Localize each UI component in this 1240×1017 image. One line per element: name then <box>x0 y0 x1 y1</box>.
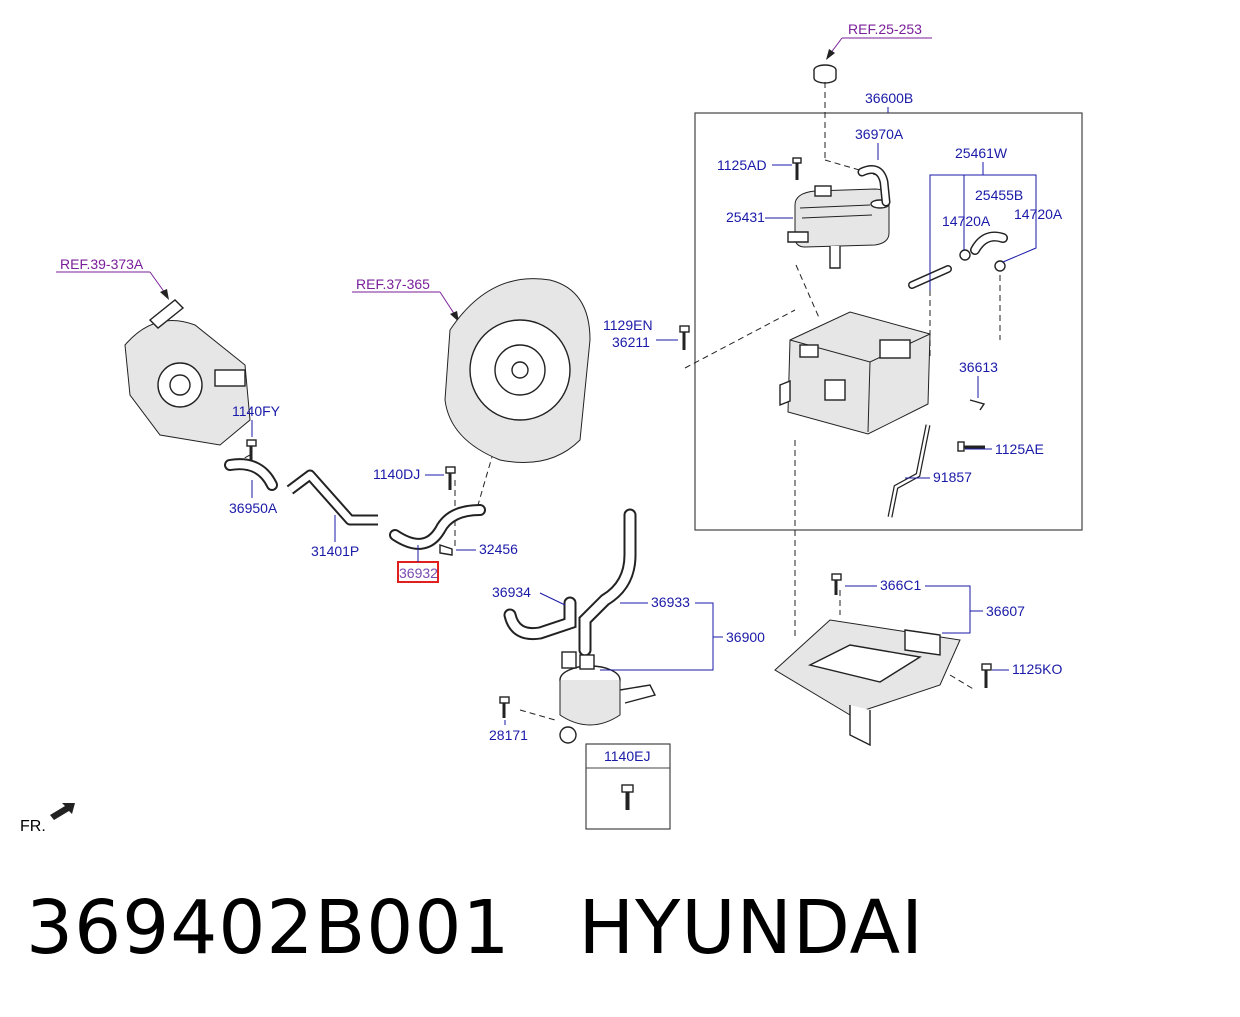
label-1125ko[interactable]: 1125KO <box>1012 661 1062 677</box>
label-1129en[interactable]: 1129EN <box>603 317 653 333</box>
inverter-tray <box>774 619 961 747</box>
ref-37-365-label: REF.37-365 <box>356 276 430 292</box>
label-25431[interactable]: 25431 <box>726 209 765 225</box>
ref-37-365[interactable]: REF.37-365 <box>352 276 459 322</box>
label-25461w[interactable]: 25461W <box>955 145 1008 161</box>
label-36211[interactable]: 36211 <box>612 334 650 350</box>
clip-32456 <box>439 544 453 556</box>
brand-name: HYUNDAI <box>578 885 924 971</box>
ref-25-253[interactable]: REF.25-253 <box>826 21 932 60</box>
label-36900[interactable]: 36900 <box>726 629 765 645</box>
label-91857[interactable]: 91857 <box>933 469 972 485</box>
reservoir-cap <box>813 64 837 84</box>
bolt-1125ad <box>792 157 802 180</box>
coolant-reservoir <box>787 185 890 269</box>
part-box-1140ej[interactable]: 1140EJ <box>585 743 671 830</box>
label-1140dj[interactable]: 1140DJ <box>373 466 420 482</box>
label-31401p[interactable]: 31401P <box>311 543 359 559</box>
label-366c1[interactable]: 366C1 <box>880 577 921 593</box>
water-pump-36900 <box>559 651 657 744</box>
label-36934[interactable]: 36934 <box>492 584 531 600</box>
label-36950a[interactable]: 36950A <box>229 500 278 516</box>
bolt-28171 <box>499 696 510 718</box>
bolt-1140dj <box>445 466 456 490</box>
label-32456[interactable]: 32456 <box>479 541 518 557</box>
bolt-1125ae <box>957 441 985 452</box>
label-14720a-1[interactable]: 14720A <box>942 213 991 229</box>
direction-arrow-icon <box>50 803 75 820</box>
label-36613[interactable]: 36613 <box>959 359 998 375</box>
bolt-1125ko <box>981 663 992 688</box>
label-36933[interactable]: 36933 <box>651 594 690 610</box>
bolt-366c1 <box>831 573 842 595</box>
footer-caption: 369402B001 HYUNDAI <box>26 885 924 971</box>
label-1125ae[interactable]: 1125AE <box>995 441 1044 457</box>
label-14720a-2[interactable]: 14720A <box>1014 206 1063 222</box>
clamp-14720a-2 <box>994 260 1006 272</box>
ref-39-373a[interactable]: REF.39-373A <box>56 256 169 300</box>
label-36970a[interactable]: 36970A <box>855 126 904 142</box>
fr-label: FR. <box>20 818 46 835</box>
bracket-36613 <box>969 399 986 411</box>
label-25455b[interactable]: 25455B <box>975 187 1023 203</box>
inverter-unit <box>779 311 931 435</box>
label-1140fy[interactable]: 1140FY <box>232 403 281 419</box>
clamp-14720a-1 <box>959 249 971 261</box>
electric-motor <box>124 299 251 446</box>
parts-diagram: REF.25-253 REF.39-373A REF.37-365 36600B <box>20 21 1083 835</box>
label-28171[interactable]: 28171 <box>489 727 528 743</box>
bolt-1129en <box>679 325 690 350</box>
ref-25-253-label: REF.25-253 <box>848 21 922 37</box>
label-36607[interactable]: 36607 <box>986 603 1025 619</box>
bolt-1140fy <box>246 439 257 460</box>
transmission-housing <box>444 278 591 463</box>
label-36932[interactable]: 36932 <box>399 565 438 581</box>
label-1140ej: 1140EJ <box>604 748 650 764</box>
assembly-box-36600b <box>694 112 1083 531</box>
ref-39-373a-label: REF.39-373A <box>60 256 144 272</box>
label-36600b[interactable]: 36600B <box>865 90 913 106</box>
front-direction-indicator: FR. <box>20 803 75 835</box>
label-1125ad[interactable]: 1125AD <box>717 157 767 173</box>
part-number: 369402B001 <box>26 885 511 971</box>
cable-91857 <box>887 424 931 518</box>
